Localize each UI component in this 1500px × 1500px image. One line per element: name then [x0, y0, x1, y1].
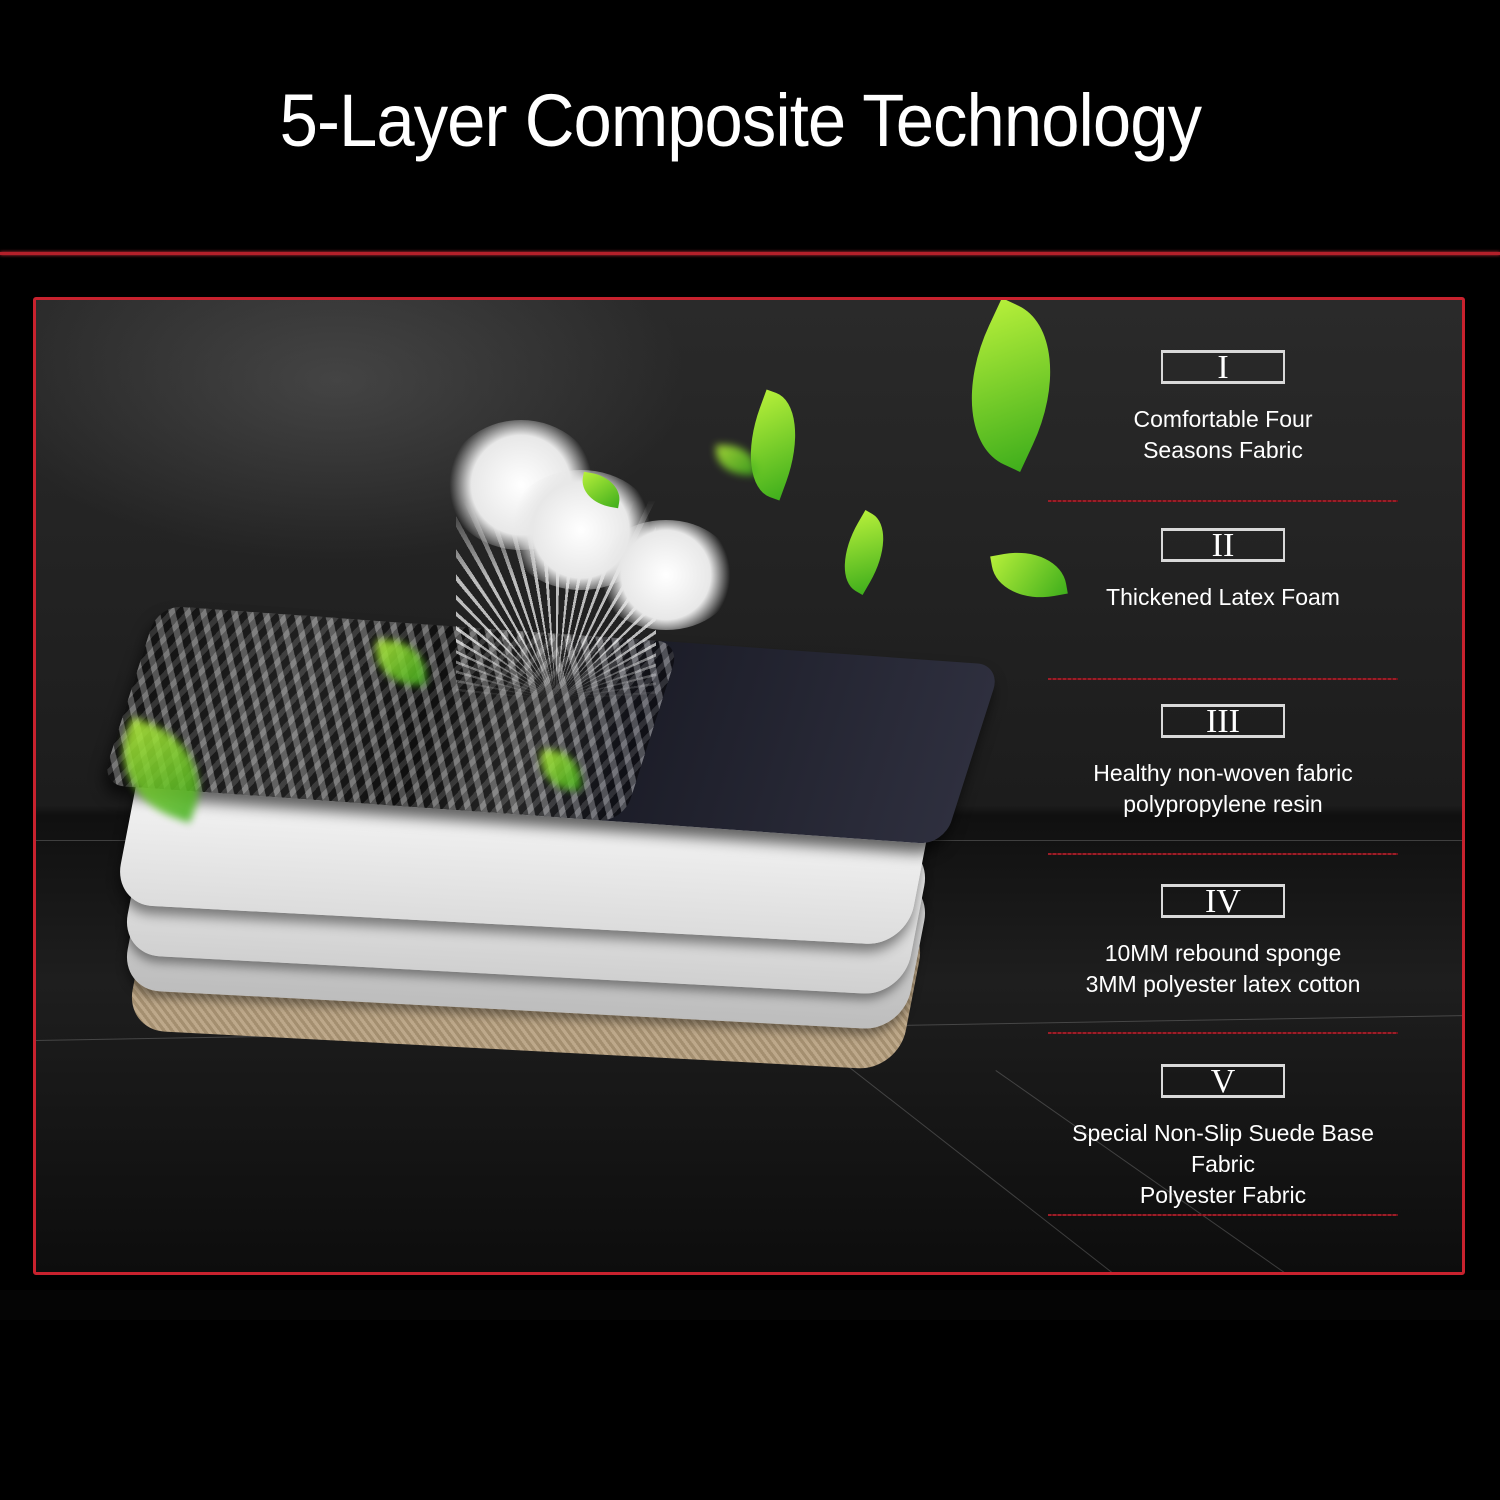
layer-divider [1048, 500, 1398, 502]
layer-description: 10MM rebound sponge 3MM polyester latex … [1085, 940, 1361, 997]
layer-numeral-badge: III [1161, 704, 1285, 739]
layer-item-5: V Special Non-Slip Suede Base Fabric Pol… [1048, 1064, 1398, 1211]
layer-divider [1048, 678, 1398, 680]
layer-description: Special Non-Slip Suede Base Fabric Polye… [1072, 1120, 1374, 1208]
layer-item-3: III Healthy non-woven fabric polypropyle… [1048, 704, 1398, 820]
layer-item-4: IV 10MM rebound sponge 3MM polyester lat… [1048, 884, 1398, 1000]
header-divider [0, 252, 1500, 255]
layer-description: Healthy non-woven fabric polypropylene r… [1093, 760, 1353, 817]
layer-divider [1048, 853, 1398, 855]
page-title: 5-Layer Composite Technology [0, 78, 1500, 163]
layer-description: Thickened Latex Foam [1106, 584, 1340, 610]
layer-divider [1048, 1214, 1398, 1216]
layer-numeral-badge: I [1161, 350, 1285, 385]
leaf-icon [732, 389, 814, 501]
layer-numeral-badge: IV [1161, 884, 1285, 919]
layer-item-1: I Comfortable Four Seasons Fabric [1048, 350, 1398, 466]
layer-numeral-badge: V [1161, 1064, 1285, 1099]
leaf-icon [827, 510, 901, 595]
layer-item-2: II Thickened Latex Foam [1048, 528, 1398, 613]
layer-divider [1048, 1032, 1398, 1034]
bottom-shadow [0, 1290, 1500, 1320]
title-text: 5-Layer Composite Technology [279, 79, 1201, 162]
layer-description: Comfortable Four Seasons Fabric [1133, 406, 1313, 463]
mat-layers-illustration [36, 300, 1084, 1272]
layers-panel: I Comfortable Four Seasons Fabric II Thi… [33, 297, 1465, 1275]
layer-numeral-badge: II [1161, 528, 1285, 563]
cotton-puff [596, 520, 736, 630]
